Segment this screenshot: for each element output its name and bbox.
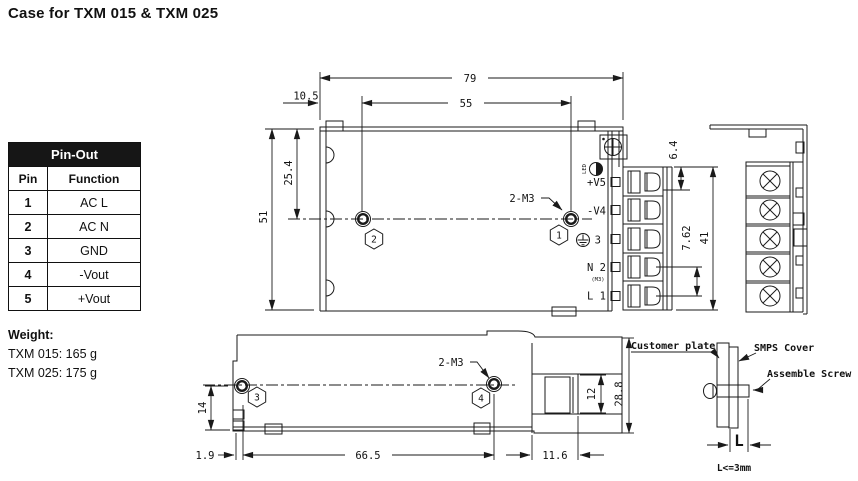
terminal-label-v4: -V4 — [587, 206, 606, 218]
terminal-cell — [627, 284, 661, 308]
front-view: 2 1 2-M3 LED — [258, 72, 718, 317]
screw-hole-1 — [563, 211, 579, 227]
side-view — [709, 124, 808, 315]
rail-clip — [792, 141, 808, 299]
ground-symbol — [576, 233, 590, 247]
led-indicator: LED — [582, 162, 603, 176]
dim-51-label: 51 — [258, 211, 270, 224]
callout-4-label: 4 — [478, 394, 484, 405]
terminal-label-gnd: 3 — [595, 235, 601, 247]
dim-66-5: 66.5 — [242, 394, 495, 462]
assemble-screw-shape — [703, 383, 750, 399]
dim-41: 41 — [676, 166, 718, 311]
screw-hole-3 — [234, 378, 250, 394]
trimmer-pot — [599, 134, 628, 160]
dim-14: 14 — [197, 385, 230, 431]
weight-block: Weight: TXM 015: 165 g TXM 025: 175 g — [8, 326, 97, 382]
dim-79-label: 79 — [464, 73, 477, 85]
dim-51: 51 — [258, 128, 314, 311]
dim-L-label: L — [734, 431, 744, 450]
dim-1-9-label: 1.9 — [196, 450, 215, 462]
mount-tab — [748, 128, 767, 138]
dim-25-4-label: 25.4 — [283, 160, 295, 185]
cell-dividers — [746, 195, 790, 284]
led-label: LED — [582, 164, 588, 174]
mount-tab — [473, 422, 491, 435]
terminal-label-v5: +V5 — [587, 177, 606, 189]
dim-7-62: 7.62 — [656, 225, 702, 297]
terminal-cell — [627, 170, 661, 194]
wire-bump — [325, 146, 335, 164]
mount-tab — [232, 409, 245, 420]
dim-66-5-label: 66.5 — [355, 450, 380, 462]
pin-number: 2 — [8, 214, 48, 239]
callout-3: 3 — [247, 386, 267, 408]
dim-79: 79 — [319, 72, 624, 120]
screw-hole-4 — [486, 376, 502, 392]
pinout-table: Pin-Out Pin Function 1 AC L 2 AC N 3 GND… — [8, 142, 141, 311]
pin-number: 1 — [8, 190, 48, 215]
mount-tab — [232, 420, 245, 431]
weight-label: Weight: — [8, 328, 54, 342]
mount-tab — [264, 423, 283, 435]
callout-1: 1 — [549, 224, 569, 246]
dim-28-8: 28.8 — [614, 337, 634, 434]
terminal-cell — [627, 198, 661, 222]
dim-28-8-label: 28.8 — [614, 381, 626, 406]
terminal-label-n: N 2 — [587, 262, 606, 274]
dim-12: 12 — [580, 374, 606, 414]
terminal-note: (M3) — [591, 277, 604, 283]
dim-6-4: 6.4 — [663, 141, 718, 191]
smps-cover-shape — [728, 346, 739, 429]
dim-14-label: 14 — [197, 402, 209, 415]
detail-note: L<=3mm — [717, 463, 752, 474]
dim-11-6-label: 11.6 — [542, 450, 567, 462]
terminal-cell — [627, 255, 661, 279]
weight-txm025: TXM 025: 175 g — [8, 365, 97, 380]
table-row: 1 AC L — [8, 190, 141, 215]
wire-bump — [325, 279, 335, 297]
screw-spec-label: 2-M3 — [509, 193, 534, 205]
pin-function: +Vout — [47, 286, 141, 311]
table-row: 5 +Vout — [8, 286, 141, 311]
callout-2: 2 — [364, 228, 384, 250]
callout-2-label: 2 — [371, 235, 377, 246]
dim-55-label: 55 — [460, 98, 473, 110]
weight-txm015: TXM 015: 165 g — [8, 346, 97, 361]
callout-3-label: 3 — [254, 393, 260, 404]
terminal-pins — [610, 177, 621, 301]
dim-11-6: 11.6 — [506, 416, 604, 462]
terminal-cell — [627, 227, 661, 251]
dim-10-5-label: 10.5 — [293, 91, 318, 103]
dim-7-62-label: 7.62 — [681, 225, 693, 250]
assemble-screw-label: Assemble Screw — [767, 369, 852, 380]
connector-cutout — [544, 376, 571, 414]
page-title: Case for TXM 015 & TXM 025 — [8, 5, 219, 22]
terminal-label-l: L 1 — [587, 291, 606, 303]
dim-6-4-label: 6.4 — [668, 141, 680, 160]
callout-1-label: 1 — [556, 231, 562, 242]
screw-spec-label: 2-M3 — [438, 357, 463, 369]
callout-4: 4 — [471, 387, 491, 409]
dim-L: L — [707, 399, 771, 452]
dim-55: 55 — [361, 96, 572, 212]
mount-tab — [551, 306, 577, 317]
detail-view: Customer plate SMPS Cover Assemble Screw… — [631, 341, 852, 474]
dim-1-9: 1.9 — [196, 433, 237, 462]
dim-12-label: 12 — [586, 388, 598, 401]
mount-tab — [577, 120, 596, 132]
terminal-block-front — [622, 166, 673, 311]
dim-10-5: 10.5 — [283, 91, 319, 107]
pin-number: 5 — [8, 286, 48, 311]
screw-hole-2 — [355, 211, 371, 227]
bottom-view: 3 4 2-M3 14 1.9 — [196, 330, 634, 462]
customer-plate-label: Customer plate — [631, 341, 715, 352]
mount-tab — [325, 120, 344, 132]
dim-41-label: 41 — [699, 232, 711, 245]
smps-cover-label: SMPS Cover — [754, 343, 814, 354]
terminal-screws — [759, 170, 781, 307]
pin-function: AC L — [47, 190, 141, 215]
dim-25-4: 25.4 — [283, 128, 301, 220]
